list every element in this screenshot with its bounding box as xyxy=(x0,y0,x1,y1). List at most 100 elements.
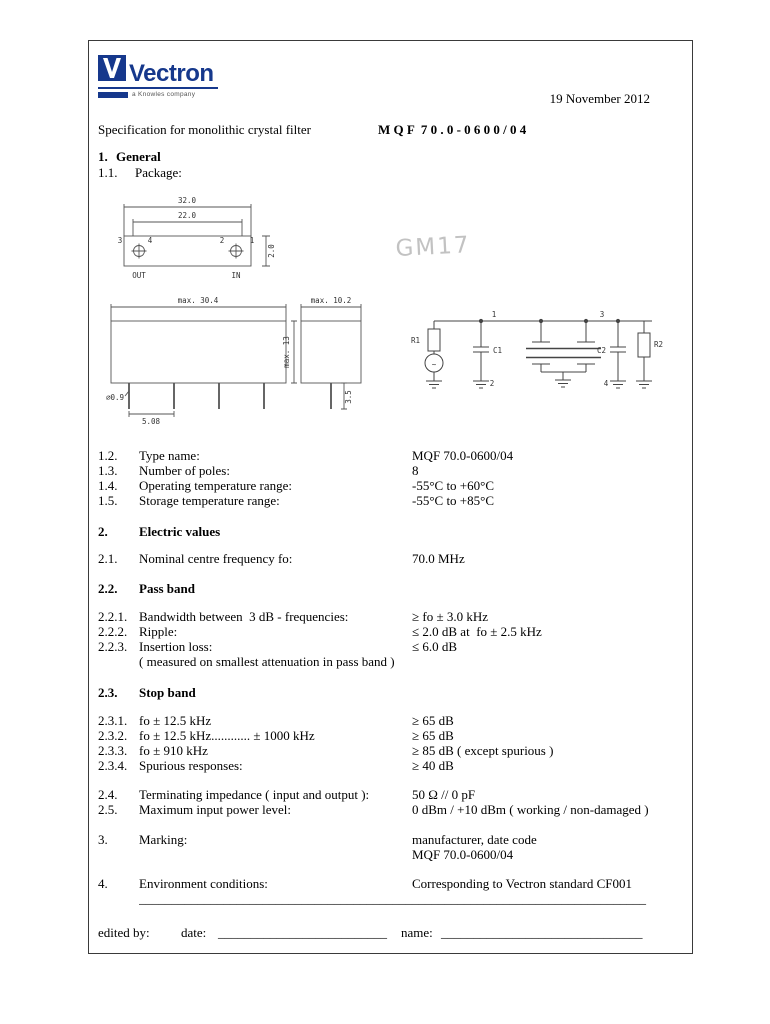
logo-bar xyxy=(98,91,128,98)
pin-2-label: 2 xyxy=(220,236,225,245)
spec-label: Specification for monolithic crystal fil… xyxy=(98,122,311,137)
section-2-2-heading: 2.2. Pass band xyxy=(98,581,649,596)
name-blank-field[interactable]: _______________________________ xyxy=(441,925,643,940)
item-number: 2.4. xyxy=(98,787,118,802)
item-label: Insertion loss: xyxy=(139,639,213,654)
name-label: name: xyxy=(401,925,433,940)
document-date: 19 November 2012 xyxy=(549,91,650,106)
item-label: Operating temperature range: xyxy=(139,478,293,493)
item-number: 2.3.2. xyxy=(98,728,128,743)
side-view-outline xyxy=(291,304,362,410)
section-1-title: General xyxy=(116,149,161,164)
spec-title-line: Specification for monolithic crystal fil… xyxy=(98,122,658,138)
item-max-input-power: 2.5. Maximum input power level: 0 dBm / … xyxy=(98,802,649,817)
c2-label: C2 xyxy=(597,346,606,355)
item-label: Ripple: xyxy=(139,624,178,639)
item-value: ≥ 40 dB xyxy=(412,758,454,773)
package-drawing: GM17 32.0 22.0 3 4 2 xyxy=(96,181,666,446)
item-marking: 3. Marking: manufacturer, date code xyxy=(98,832,649,847)
spec-number: M Q F 7 0 . 0 - 0 6 0 0 / 0 4 xyxy=(378,122,527,137)
signoff-line: edited by: date: _______________________… xyxy=(98,925,658,941)
dim-22-label: 22.0 xyxy=(178,211,197,220)
item-number: 1.3. xyxy=(98,463,118,478)
item-label: Maximum input power level: xyxy=(139,802,292,817)
item-operating-temp: 1.4. Operating temperature range: -55°C … xyxy=(98,478,649,493)
item-spurious-responses: 2.3.4. Spurious responses: ≥ 40 dB xyxy=(98,758,649,773)
lead-pitch-label: 5.08 xyxy=(142,417,161,426)
item-value: -55°C to +60°C xyxy=(412,478,495,493)
vectron-v-icon xyxy=(98,55,126,86)
item-value: ≤ 6.0 dB xyxy=(412,639,458,654)
item-value: 0 dBm / +10 dBm ( working / non-damaged … xyxy=(412,802,649,817)
separator-row: ________________________________________… xyxy=(98,891,649,906)
item-label: Spurious responses: xyxy=(139,758,243,773)
item-number: 2.3.1. xyxy=(98,713,128,728)
item-label: Storage temperature range: xyxy=(139,493,280,508)
item-value: MQF 70.0-0600/04 xyxy=(412,847,514,862)
item-number: 1.4. xyxy=(98,478,118,493)
top-view-outline xyxy=(123,204,270,267)
edited-by-label: edited by: xyxy=(98,925,150,940)
watermark-stamp: GM17 xyxy=(395,232,471,262)
item-value: 8 xyxy=(412,463,419,478)
lead-diameter-label: ⌀0.9 xyxy=(106,393,124,402)
schematic-pin-2: 2 xyxy=(490,379,495,388)
item-bandwidth: 2.2.1. Bandwidth between 3 dB - frequenc… xyxy=(98,609,649,624)
item-stopband-2: 2.3.2. fo ± 12.5 kHz............ ± 1000 … xyxy=(98,728,649,743)
dim-max-30-label: max. 30.4 xyxy=(178,296,219,305)
item-label: Marking: xyxy=(139,832,188,847)
item-marking-continued: MQF 70.0-0600/04 xyxy=(98,847,649,862)
item-number: 2.2.3. xyxy=(98,639,128,654)
item-label: Bandwidth between 3 dB - frequencies: xyxy=(139,609,349,624)
dim-max-10-label: max. 10.2 xyxy=(311,296,352,305)
page-border: Vectron a Knowles company 19 November 20… xyxy=(88,40,693,954)
schematic-labels: ~ R1 C1 C2 R2 1 3 2 4 xyxy=(411,310,663,388)
item-number: 4. xyxy=(98,876,108,891)
logo-tagline: a Knowles company xyxy=(132,91,196,98)
date-label: date: xyxy=(181,925,207,940)
section-title: Pass band xyxy=(139,581,195,596)
section-1-1-label: Package: xyxy=(135,165,182,180)
dim-2-label: 2.0 xyxy=(267,244,276,258)
item-value: ≥ 65 dB xyxy=(412,728,454,743)
section-number: 2.3. xyxy=(98,685,118,700)
section-1-1-heading: 1.1. Package: xyxy=(98,165,182,181)
schematic-pin-1: 1 xyxy=(492,310,497,319)
item-insertion-loss: 2.2.3. Insertion loss: ≤ 6.0 dB xyxy=(98,639,649,654)
item-label: Number of poles: xyxy=(139,463,230,478)
section-2-3-heading: 2.3. Stop band xyxy=(98,685,649,700)
pin-3-label: 3 xyxy=(118,236,123,245)
section-2-heading: 2. Electric values xyxy=(98,524,649,539)
schematic-pin-4: 4 xyxy=(604,379,609,388)
item-value: 70.0 MHz xyxy=(412,551,465,566)
ac-source-symbol: ~ xyxy=(432,360,437,369)
top-view-labels: 32.0 22.0 3 4 2 1 OUT IN 2.0 xyxy=(118,196,276,280)
lead-length-label: 3.5 xyxy=(344,390,353,404)
item-number: 2.5. xyxy=(98,802,118,817)
item-value: ≥ fo ± 3.0 kHz xyxy=(412,609,489,624)
dim-32-label: 32.0 xyxy=(178,196,197,205)
item-storage-temp: 1.5. Storage temperature range: -55°C to… xyxy=(98,493,649,508)
r1-label: R1 xyxy=(411,336,420,345)
item-number: 3. xyxy=(98,832,108,847)
pin-1-label: 1 xyxy=(250,236,255,245)
item-number: 2.2.2. xyxy=(98,624,128,639)
item-value: ≤ 2.0 dB at fo ± 2.5 kHz xyxy=(412,624,542,639)
spec-item-list: 1.2. Type name: MQF 70.0-0600/04 1.3. Nu… xyxy=(98,448,649,906)
item-label: fo ± 12.5 kHz............ ± 1000 kHz xyxy=(139,728,315,743)
item-number: 2.3.4. xyxy=(98,758,128,773)
date-blank-field[interactable]: __________________________ xyxy=(218,925,387,940)
item-label: fo ± 910 kHz xyxy=(139,743,208,758)
item-number-of-poles: 1.3. Number of poles: 8 xyxy=(98,463,649,478)
item-number: 2.2.1. xyxy=(98,609,128,624)
item-label: Nominal centre frequency fo: xyxy=(139,551,293,566)
dim-max-13-label: max. 13 xyxy=(282,336,291,368)
schematic-wires xyxy=(424,318,652,389)
item-terminating-impedance: 2.4. Terminating impedance ( input and o… xyxy=(98,787,649,802)
item-value: Corresponding to Vectron standard CF001 xyxy=(412,876,633,891)
out-label: OUT xyxy=(132,271,146,280)
item-value: ≥ 65 dB xyxy=(412,713,454,728)
item-label: fo ± 12.5 kHz xyxy=(139,713,212,728)
item-label: Type name: xyxy=(139,448,200,463)
schematic-pin-3: 3 xyxy=(600,310,605,319)
